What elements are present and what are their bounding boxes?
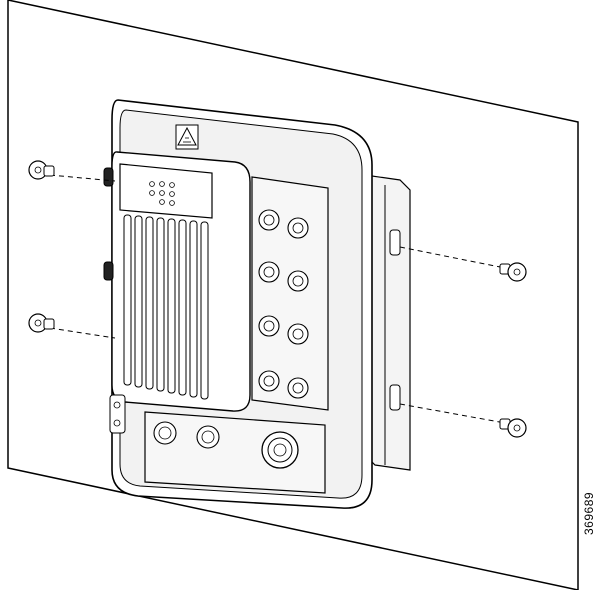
warning-hot-surface-icon <box>175 124 199 150</box>
bracket-slot-top <box>389 229 401 256</box>
screw-right-bottom <box>399 403 527 438</box>
side-knob-top <box>103 167 114 187</box>
side-knob-bottom <box>103 261 114 281</box>
figure-id-label: 369689 <box>582 491 596 535</box>
small-connector <box>153 421 220 449</box>
heatsink-module <box>103 151 251 412</box>
bottom-port-panel <box>109 394 326 494</box>
status-led-cluster <box>149 181 175 206</box>
screw-left-top <box>28 160 116 182</box>
industrial-switch <box>103 99 373 509</box>
port-panel <box>251 176 329 411</box>
bracket-slot-bottom <box>389 384 401 411</box>
mounting-bracket <box>364 174 411 471</box>
screw-right-top <box>399 246 527 282</box>
m12-connector <box>258 209 309 399</box>
heatsink-fins <box>123 214 209 400</box>
screw-left-bottom <box>28 313 116 339</box>
ground-lug <box>109 394 126 434</box>
power-connector <box>261 431 299 469</box>
